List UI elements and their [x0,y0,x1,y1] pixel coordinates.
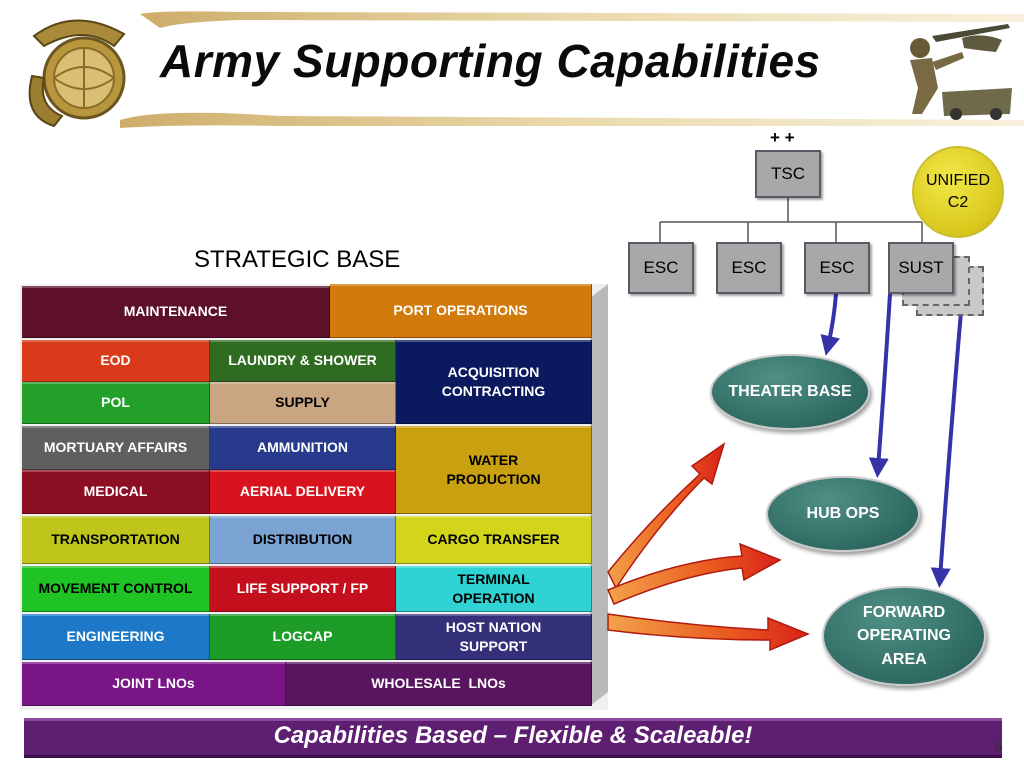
tsc-box: TSC [755,150,821,198]
cell-production-line: PRODUCTION [446,470,541,487]
cell-operation-line: OPERATION [452,589,535,606]
cell-support-line: SUPPORT [459,637,528,654]
org-chart-lines [659,198,923,242]
eagle-globe-anchor-emblem [14,6,144,130]
cell-terminal-operation: TERMINAL OPERATION [396,566,592,612]
cell-mortuary-affairs: MORTUARY AFFAIRS [22,426,210,470]
cell-joint-lnos: JOINT LNOs [22,662,286,706]
cell-distribution: DISTRIBUTION [210,516,396,564]
hub-ops-oval: HUB OPS [766,476,920,552]
cell-aerial-delivery: AERIAL DELIVERY [210,470,396,514]
strategic-base-grid: MAINTENANCE PORT OPERATIONS EOD LAUNDRY … [20,284,608,710]
footer-banner [24,718,1002,758]
cell-transportation: TRANSPORTATION [22,516,210,564]
esc-box-2: ESC [716,242,782,294]
forward-line: FORWARD [862,604,946,622]
cell-contracting-line: CONTRACTING [441,382,546,399]
cell-engineering: ENGINEERING [22,614,210,660]
cell-cargo-transfer: CARGO TRANSFER [396,516,592,564]
c2-line: C2 [947,194,969,211]
cell-movement-control: MOVEMENT CONTROL [22,566,210,612]
unified-line: UNIFIED [926,172,990,190]
page-number: 6 [994,738,1003,755]
plus-marks: + + [770,128,795,147]
cell-host-nation-support: HOST NATION SUPPORT [396,614,592,660]
esc-box-1: ESC [628,242,694,294]
esc-box-3: ESC [804,242,870,294]
cell-water-production: WATER PRODUCTION [396,426,592,514]
cell-terminal-line: TERMINAL [457,571,530,588]
flow-arrows [607,442,810,652]
cell-ammunition: AMMUNITION [210,426,396,470]
cell-medical: MEDICAL [22,470,210,514]
cell-pol: POL [22,382,210,424]
cell-port-operations: PORT OPERATIONS [330,284,592,338]
cell-life-support: LIFE SUPPORT / FP [210,566,396,612]
soldier-helicopter-clipart [892,18,1016,122]
strategic-base-heading: STRATEGIC BASE [194,246,401,273]
cell-logcap: LOGCAP [210,614,396,660]
cell-laundry-shower: LAUNDRY & SHOWER [210,340,396,382]
blue-command-arrows [820,293,964,588]
grid-bevel-edge [590,284,608,706]
cell-eod: EOD [22,340,210,382]
cell-acquisition-line: ACQUISITION [447,364,540,381]
footer-slogan: Capabilities Based – Flexible & Scaleabl… [273,722,753,749]
cell-supply: SUPPLY [210,382,396,424]
cell-water-line: WATER [468,452,519,469]
cell-maintenance: MAINTENANCE [22,286,330,338]
cell-acquisition-contracting: ACQUISITION CONTRACTING [396,340,592,424]
area-line: AREA [881,650,927,668]
cell-host-nation-line: HOST NATION [445,619,542,636]
sust-box: SUST [888,242,954,294]
operating-line: OPERATING [857,627,951,645]
cell-wholesale-lnos: WHOLESALE LNOs [286,662,592,706]
unified-c2-circle: UNIFIED C2 [912,146,1004,238]
forward-operating-area-oval: FORWARD OPERATING AREA [822,586,986,686]
theater-base-oval: THEATER BASE [710,354,870,430]
header-band [120,11,1024,128]
page-title: Army Supporting Capabilities [160,35,821,87]
